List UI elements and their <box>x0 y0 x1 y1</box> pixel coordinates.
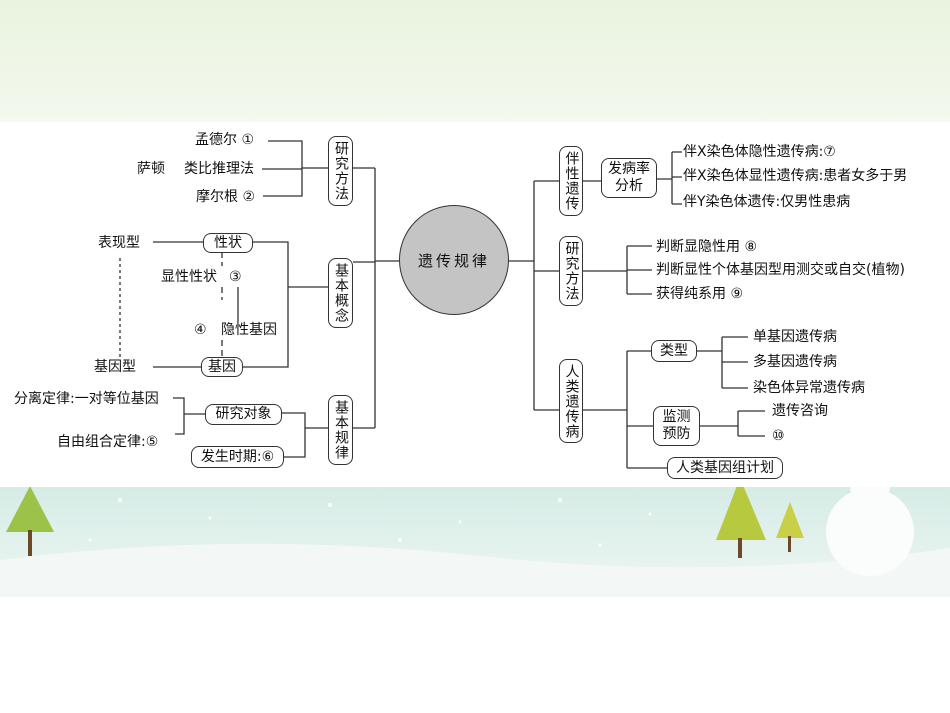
monitoring-prevention-node: 监测预防 <box>653 406 700 446</box>
x-dominant-label: 伴X染色体显性遗传病:患者女多于男 <box>683 168 908 184</box>
human-genome-project-node: 人类基因组计划 <box>667 457 783 479</box>
phenotype-label: 表现型 <box>98 235 140 251</box>
sex-linked-inheritance-node: 伴性遗传 <box>559 146 583 216</box>
single-gene-disease-label: 单基因遗传病 <box>753 329 837 345</box>
y-linked-label: 伴Y染色体遗传:仅男性患病 <box>683 194 851 210</box>
tree-right-icon <box>716 478 804 558</box>
basic-laws-node: 基本规律 <box>328 395 353 465</box>
genotype-judgement-label: 判断显性个体基因型用测交或自交(植物) <box>656 262 905 278</box>
genotype-label: 基因型 <box>94 359 136 375</box>
marker-10: ⑩ <box>772 428 785 444</box>
tree-left-icon <box>6 486 54 556</box>
gene-node: 基因 <box>201 357 243 377</box>
disease-types-node: 类型 <box>651 340 697 362</box>
x-recessive-label: 伴X染色体隐性遗传病:⑦ <box>683 144 836 160</box>
right-research-methods-node: 研究方法 <box>559 236 583 306</box>
genetic-counseling-label: 遗传咨询 <box>772 403 828 419</box>
recessive-gene-label: 隐性基因 <box>221 322 277 338</box>
trait-node: 性状 <box>203 233 253 253</box>
human-genetic-disease-node: 人类遗传病 <box>559 359 583 443</box>
marker-4: ④ <box>194 322 207 338</box>
independent-assortment-label: 自由组合定律:⑤ <box>57 434 159 450</box>
sutton-label: 萨顿 <box>137 161 165 177</box>
central-topic-node: 遗传规律 <box>399 205 509 315</box>
chromosomal-disease-label: 染色体异常遗传病 <box>753 380 865 396</box>
occurrence-period-node: 发生时期:⑥ <box>191 446 284 468</box>
basic-concepts-node: 基本概念 <box>328 258 353 328</box>
incidence-analysis-node: 发病率分析 <box>601 158 657 198</box>
dominance-judgement-label: 判断显隐性用 ⑧ <box>656 239 758 255</box>
dominant-trait-label: 显性性状 <box>161 269 217 285</box>
analogy-reasoning-label: 类比推理法 <box>184 161 254 177</box>
polygenic-disease-label: 多基因遗传病 <box>753 354 837 370</box>
mendel-label: 孟德尔 ① <box>195 132 255 148</box>
pure-line-label: 获得纯系用 ⑨ <box>656 286 744 302</box>
morgan-label: 摩尔根 ② <box>196 189 256 205</box>
left-research-methods-node: 研究方法 <box>328 136 353 206</box>
research-object-node: 研究对象 <box>205 404 282 425</box>
segregation-law-label: 分离定律:一对等位基因 <box>14 391 159 407</box>
marker-3: ③ <box>229 269 242 285</box>
